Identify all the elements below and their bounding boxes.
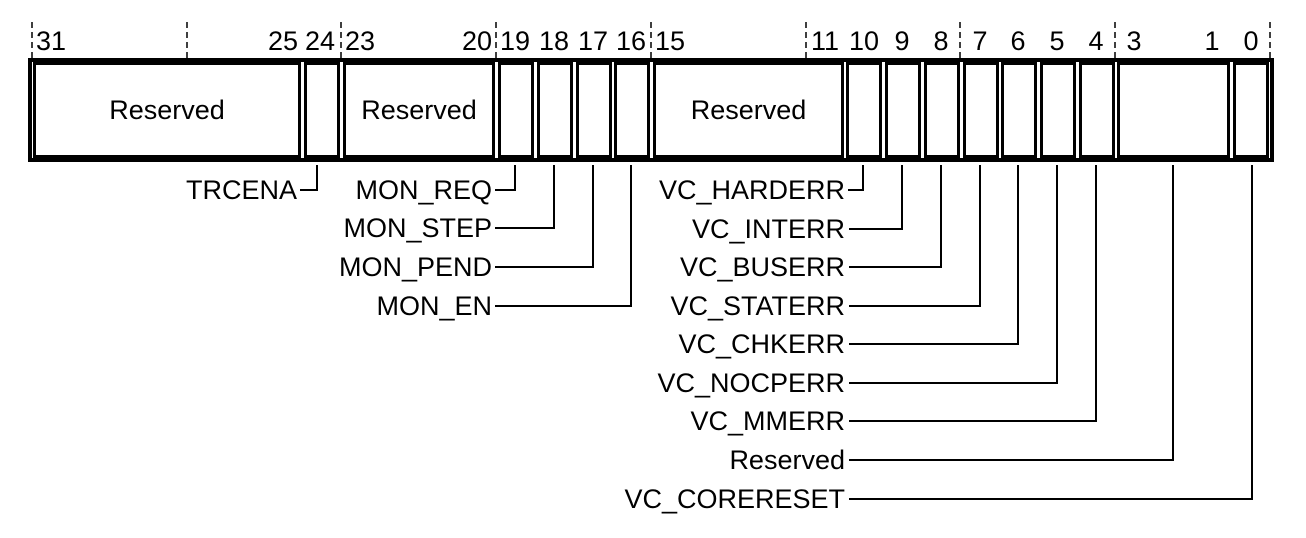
field-cell-4 bbox=[1079, 62, 1115, 158]
connector-chkerr-h bbox=[849, 343, 1019, 345]
connector-corereset-v bbox=[1251, 165, 1253, 500]
field-label-vc-buserr: VC_BUSERR bbox=[679, 252, 845, 282]
field-cell-23-20: Reserved bbox=[343, 62, 495, 158]
field-cell-15-11: Reserved bbox=[653, 62, 844, 158]
field-label-vc-harderr: VC_HARDERR bbox=[658, 175, 845, 205]
field-cell-10 bbox=[846, 62, 882, 158]
field-label-vc-interr: VC_INTERR bbox=[691, 214, 845, 244]
field-cell-6 bbox=[1001, 62, 1037, 158]
connector-monpend-v bbox=[592, 165, 594, 268]
field-cell-8 bbox=[924, 62, 960, 158]
nibble-tick bbox=[495, 22, 497, 58]
bit-number-7: 7 bbox=[972, 26, 988, 56]
bit-number-19: 19 bbox=[499, 26, 531, 56]
field-label-reserved-low: Reserved bbox=[729, 445, 845, 475]
bit-number-4: 4 bbox=[1088, 26, 1104, 56]
connector-trcena-h bbox=[300, 189, 318, 191]
nibble-tick bbox=[650, 22, 652, 58]
field-cell-19 bbox=[498, 62, 534, 158]
connector-mmerr-h bbox=[849, 420, 1097, 422]
connector-monen-h bbox=[495, 305, 632, 307]
field-label-mon-req: MON_REQ bbox=[355, 175, 492, 205]
field-cell-9 bbox=[885, 62, 921, 158]
field-label-mon-pend: MON_PEND bbox=[338, 252, 492, 282]
field-label-mon-step: MON_STEP bbox=[343, 213, 492, 243]
field-label-mon-en: MON_EN bbox=[376, 291, 492, 321]
connector-monen-v bbox=[630, 165, 632, 307]
field-label-vc-staterr: VC_STATERR bbox=[670, 291, 845, 321]
field-cell-0 bbox=[1233, 62, 1269, 158]
connector-trcena-v bbox=[316, 165, 318, 191]
bit-number-5: 5 bbox=[1049, 26, 1065, 56]
connector-corereset-h bbox=[849, 498, 1253, 500]
connector-harderr-h bbox=[848, 189, 864, 191]
nibble-tick bbox=[959, 22, 961, 58]
field-cell-17 bbox=[576, 62, 612, 158]
field-label-vc-mmerr: VC_MMERR bbox=[690, 406, 845, 436]
nibble-tick bbox=[186, 22, 188, 58]
field-label-vc-nocperr: VC_NOCPERR bbox=[657, 368, 845, 398]
field-cell-16 bbox=[614, 62, 650, 158]
bit-number-11: 11 bbox=[810, 26, 840, 56]
field-cell-7 bbox=[963, 62, 999, 158]
connector-buserr-h bbox=[849, 266, 942, 268]
bit-number-9: 9 bbox=[894, 26, 910, 56]
connector-reserved-h bbox=[849, 459, 1174, 461]
connector-chkerr-v bbox=[1017, 165, 1019, 345]
field-cell-3-1 bbox=[1117, 62, 1230, 158]
connector-staterr-v bbox=[979, 165, 981, 307]
connector-monpend-h bbox=[495, 266, 594, 268]
connector-staterr-h bbox=[849, 305, 981, 307]
connector-nocperr-v bbox=[1056, 165, 1058, 384]
bit-number-17: 17 bbox=[577, 26, 609, 56]
bit-number-1: 1 bbox=[1204, 26, 1220, 56]
bit-number-3: 3 bbox=[1126, 26, 1142, 56]
bit-number-24: 24 bbox=[304, 26, 336, 56]
field-cell-5 bbox=[1040, 62, 1076, 158]
nibble-tick bbox=[805, 22, 807, 58]
nibble-tick bbox=[31, 22, 33, 58]
nibble-tick bbox=[340, 22, 342, 58]
nibble-tick bbox=[1269, 22, 1271, 58]
bit-number-25: 25 bbox=[267, 26, 299, 56]
nibble-tick bbox=[1114, 22, 1116, 58]
connector-interr-v bbox=[901, 165, 903, 230]
connector-harderr-v bbox=[862, 165, 864, 191]
bit-number-6: 6 bbox=[1010, 26, 1026, 56]
connector-reserved-v bbox=[1172, 165, 1174, 461]
field-label-trcena: TRCENA bbox=[185, 175, 297, 205]
field-cell-24 bbox=[304, 62, 340, 158]
field-label-vc-chkerr: VC_CHKERR bbox=[678, 329, 845, 359]
bit-number-31: 31 bbox=[35, 26, 67, 56]
connector-monstep-v bbox=[553, 165, 555, 229]
connector-monreq-h bbox=[495, 189, 516, 191]
bit-number-16: 16 bbox=[615, 26, 647, 56]
field-cell-31-25: Reserved bbox=[33, 62, 301, 158]
bit-number-10: 10 bbox=[848, 26, 880, 56]
connector-monreq-v bbox=[514, 165, 516, 191]
connector-monstep-h bbox=[495, 227, 555, 229]
bit-number-15: 15 bbox=[654, 26, 686, 56]
field-label-vc-corereset: VC_CORERESET bbox=[624, 484, 845, 514]
bit-number-8: 8 bbox=[933, 26, 949, 56]
connector-mmerr-v bbox=[1095, 165, 1097, 422]
connector-interr-h bbox=[849, 228, 903, 230]
bit-number-23: 23 bbox=[344, 26, 376, 56]
bit-number-20: 20 bbox=[461, 26, 493, 56]
connector-nocperr-h bbox=[849, 382, 1058, 384]
connector-buserr-v bbox=[940, 165, 942, 268]
field-cell-18 bbox=[537, 62, 573, 158]
bit-number-18: 18 bbox=[538, 26, 570, 56]
bit-number-0: 0 bbox=[1243, 26, 1259, 56]
